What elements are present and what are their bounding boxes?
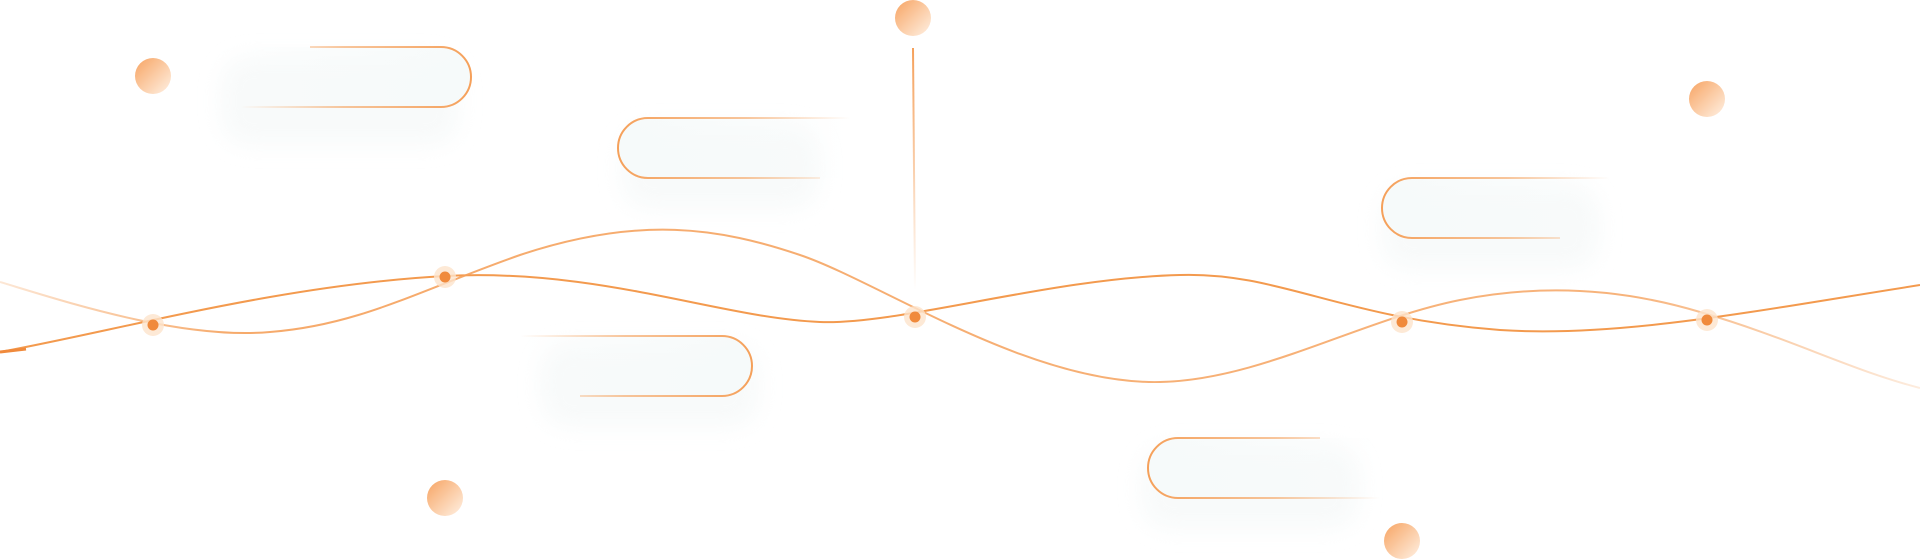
node-icon [1689,81,1725,117]
timeline-node-4 [1384,311,1420,559]
node-icon [135,58,171,94]
node-icon [895,0,931,36]
milestone-pill-3 [617,117,850,210]
timeline-node-1 [135,58,171,336]
milestone-pill-2 [520,335,760,428]
node-icon [427,480,463,516]
milestone-pill-1 [220,46,472,146]
timeline-node-2 [427,266,463,516]
milestone-pill-5 [1380,177,1610,270]
wave-curve-primary [0,273,1920,353]
timeline-node-5 [1689,81,1725,331]
wave-tail [0,347,27,354]
timeline-node-3 [895,0,931,328]
milestone-pill-4 [1140,437,1380,530]
wave-curve-secondary [0,228,1920,389]
node-icon [1384,523,1420,559]
